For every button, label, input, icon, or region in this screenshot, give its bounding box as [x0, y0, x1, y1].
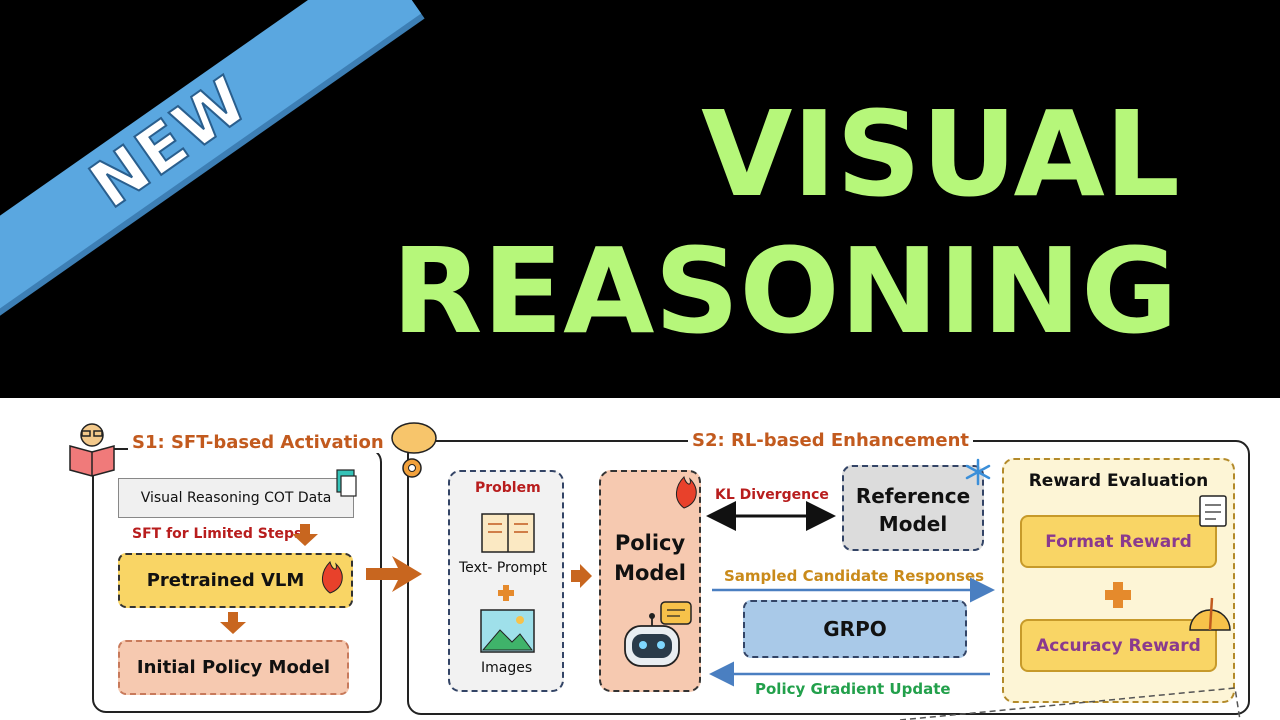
robot-icon: [624, 613, 680, 667]
images-label: Images: [481, 660, 533, 676]
sampled-responses-label: Sampled Candidate Responses: [724, 567, 985, 585]
thumbnail-header: NEW VISUAL REASONING: [0, 0, 1180, 360]
policy-flame-icon: [676, 476, 697, 509]
protractor-icon: [1189, 597, 1231, 631]
policy-model-label: Policy Model: [614, 531, 686, 585]
checklist-icon: [1199, 495, 1227, 527]
problem-label: Problem: [475, 480, 541, 496]
notebook-icon: [336, 469, 357, 497]
book-icon: [481, 513, 535, 553]
dashed-connector: [899, 687, 1241, 720]
problem-box: [448, 470, 564, 692]
method-diagram: S1: SFT-based Activation Visual Reasonin…: [0, 398, 1280, 720]
snowflake-icon: [965, 458, 991, 486]
brain-gear-icon: [391, 422, 437, 478]
new-banner-label: NEW: [77, 62, 264, 224]
text-prompt-label: Text- Prompt: [459, 560, 548, 576]
reward-evaluation-title: Reward Evaluation: [1028, 471, 1209, 491]
diagram-graphics: [69, 422, 1241, 720]
vlm-down-arrow: [220, 612, 246, 634]
initial-policy-box: Initial Policy Model: [118, 640, 349, 695]
sft-down-arrow: [292, 524, 318, 546]
image-icon: [480, 609, 535, 653]
reference-model-label: Reference Model: [855, 484, 971, 536]
kl-divergence-label: KL Divergence: [715, 487, 829, 503]
speech-bubble-icon: [660, 601, 692, 625]
title-reasoning: REASONING: [391, 222, 1178, 360]
cot-data-box: Visual Reasoning COT Data: [118, 478, 354, 518]
reader-icon: [69, 423, 115, 477]
reward-plus-icon: [1105, 582, 1131, 608]
vlm-flame-icon: [322, 561, 343, 594]
stage1-title: S1: SFT-based Activation: [128, 432, 388, 453]
problem-to-policy-arrow: [571, 564, 592, 588]
policy-gradient-label: Policy Gradient Update: [755, 680, 951, 698]
grpo-box: GRPO: [743, 600, 967, 658]
problem-plus-icon: [498, 585, 514, 601]
format-reward-box: Format Reward: [1020, 515, 1217, 568]
sft-steps-label: SFT for Limited Steps: [132, 526, 303, 542]
reference-model-box: [842, 465, 984, 551]
stage-transition-arrow: [366, 556, 422, 592]
accuracy-reward-box: Accuracy Reward: [1020, 619, 1217, 672]
stage2-title: S2: RL-based Enhancement: [688, 430, 974, 451]
pretrained-vlm-box: Pretrained VLM: [118, 553, 353, 608]
title-visual: VISUAL: [701, 85, 1180, 223]
new-banner: NEW: [0, 0, 422, 335]
